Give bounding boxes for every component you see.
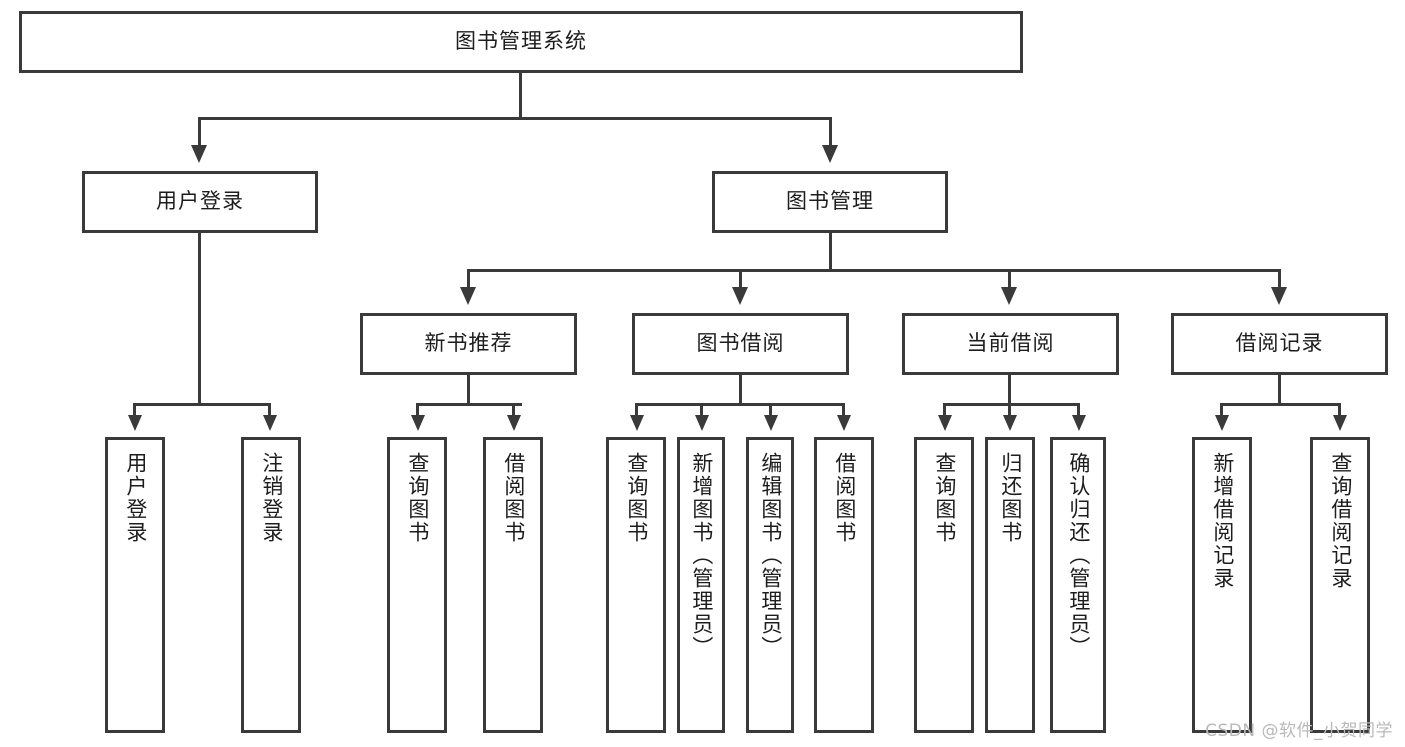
- leaf-borrowrecord-query-record[interactable]: 查询借阅记录: [1310, 437, 1370, 733]
- connector-bookborrow-leaf4: [842, 403, 845, 417]
- connector-bookmgmt-to-current: [1008, 269, 1011, 289]
- leaf-newbook-borrow-book[interactable]: 借阅图书: [483, 437, 543, 733]
- connector-bookmgmt-to-record: [1278, 269, 1281, 289]
- leaf-label: 查询图书: [624, 452, 649, 544]
- leaf-bookborrow-edit-book-admin[interactable]: 编辑图书（管理员）: [746, 437, 794, 733]
- connector-borrowrecord-stem: [1278, 375, 1281, 405]
- connector-bookmgmt-bus: [467, 269, 1281, 272]
- arrowhead-bookmgmt-to-borrow: [732, 287, 748, 305]
- leaf-newbook-query-book[interactable]: 查询图书: [387, 437, 447, 733]
- arrowhead-bookmgmt-to-newbook: [460, 287, 476, 305]
- connector-bookmgmt-to-newbook: [467, 269, 470, 289]
- node-label: 图书借阅: [696, 331, 785, 356]
- leaf-label: 新增图书（管理员）: [689, 452, 714, 659]
- arrowhead-bookborrow-leaf3: [764, 415, 778, 431]
- arrowhead-borrowrecord-leaf2: [1333, 415, 1347, 431]
- connector-newbook-stem: [467, 375, 470, 405]
- connector-bookmgmt-stem: [829, 233, 832, 271]
- connector-currentborrow-bus: [943, 403, 1080, 406]
- node-root-system[interactable]: 图书管理系统: [19, 11, 1023, 73]
- leaf-label: 编辑图书（管理员）: [758, 452, 783, 659]
- arrowhead-userlogin-leaf1: [128, 415, 142, 431]
- csdn-watermark: CSDN @软件_小贺同学: [1205, 721, 1393, 741]
- node-label: 图书管理: [786, 189, 874, 214]
- connector-userlogin-leaf1: [133, 403, 136, 417]
- connector-userlogin-leaf2: [268, 403, 271, 417]
- leaf-label: 查询图书: [405, 452, 430, 544]
- arrowhead-borrowrecord-leaf1: [1215, 415, 1229, 431]
- arrowhead-bookborrow-leaf2: [695, 415, 709, 431]
- connector-bookborrow-stem: [739, 375, 742, 405]
- arrowhead-currentborrow-leaf2: [1003, 415, 1017, 431]
- arrowhead-bookborrow-leaf1: [630, 415, 644, 431]
- connector-bookborrow-bus: [635, 403, 845, 406]
- connector-bookborrow-leaf3: [769, 403, 772, 417]
- leaf-bookborrow-borrow-book[interactable]: 借阅图书: [814, 437, 874, 733]
- connector-newbook-leaf1: [416, 403, 419, 417]
- node-label: 图书管理系统: [455, 29, 587, 54]
- node-current-borrow[interactable]: 当前借阅: [902, 313, 1119, 375]
- leaf-label: 用户登录: [123, 452, 148, 544]
- leaf-borrowrecord-add-record[interactable]: 新增借阅记录: [1192, 437, 1252, 733]
- leaf-bookborrow-add-book-admin[interactable]: 新增图书（管理员）: [677, 437, 725, 733]
- arrowhead-root-to-bookmgmt: [822, 145, 838, 163]
- connector-borrowrecord-leaf2: [1338, 403, 1341, 417]
- node-label: 借阅记录: [1235, 331, 1324, 356]
- connector-newbook-leaf2: [512, 403, 515, 417]
- node-label: 用户登录: [156, 189, 244, 214]
- leaf-bookborrow-query-book[interactable]: 查询图书: [606, 437, 666, 733]
- leaf-label: 注销登录: [259, 452, 284, 544]
- connector-currentborrow-stem: [1008, 375, 1011, 405]
- connector-bookborrow-leaf2: [700, 403, 703, 417]
- arrowhead-currentborrow-leaf3: [1072, 415, 1086, 431]
- connector-borrowrecord-leaf1: [1220, 403, 1223, 417]
- node-new-book-recommend[interactable]: 新书推荐: [360, 313, 577, 375]
- connector-currentborrow-leaf1: [943, 403, 946, 417]
- connector-root-stem: [519, 73, 522, 119]
- node-user-login[interactable]: 用户登录: [82, 171, 318, 233]
- connector-root-to-userlogin: [198, 117, 201, 147]
- leaf-label: 借阅图书: [832, 452, 857, 544]
- leaf-label: 确认归还（管理员）: [1066, 452, 1091, 659]
- leaf-currentborrow-query-book[interactable]: 查询图书: [914, 437, 974, 733]
- node-label: 当前借阅: [966, 331, 1055, 356]
- connector-currentborrow-leaf3: [1077, 403, 1080, 417]
- leaf-label: 借阅图书: [501, 452, 526, 544]
- connector-borrowrecord-bus: [1220, 403, 1341, 406]
- connector-bookborrow-leaf1: [635, 403, 638, 417]
- leaf-logout-login[interactable]: 注销登录: [241, 437, 301, 733]
- connector-newbook-bus: [416, 403, 522, 406]
- leaf-label: 查询图书: [932, 452, 957, 544]
- arrowhead-bookmgmt-to-record: [1271, 287, 1287, 305]
- node-label: 新书推荐: [424, 331, 513, 356]
- connector-currentborrow-leaf2: [1008, 403, 1011, 417]
- node-borrow-record[interactable]: 借阅记录: [1171, 313, 1388, 375]
- arrowhead-bookmgmt-to-current: [1001, 287, 1017, 305]
- arrowhead-currentborrow-leaf1: [938, 415, 952, 431]
- leaf-label: 新增借阅记录: [1210, 452, 1235, 590]
- connector-root-bus: [198, 117, 832, 120]
- arrowhead-bookborrow-leaf4: [837, 415, 851, 431]
- leaf-label: 归还图书: [998, 452, 1023, 544]
- connector-userlogin-stem: [198, 233, 201, 405]
- connector-bookmgmt-to-borrow: [739, 269, 742, 289]
- leaf-currentborrow-confirm-return-admin[interactable]: 确认归还（管理员）: [1050, 437, 1106, 733]
- node-book-borrow[interactable]: 图书借阅: [632, 313, 849, 375]
- leaf-currentborrow-return-book[interactable]: 归还图书: [985, 437, 1035, 733]
- leaf-label: 查询借阅记录: [1328, 452, 1353, 590]
- arrowhead-newbook-leaf2: [507, 415, 521, 431]
- node-book-management[interactable]: 图书管理: [712, 171, 948, 233]
- connector-root-to-bookmgmt: [829, 117, 832, 147]
- arrowhead-userlogin-leaf2: [263, 415, 277, 431]
- leaf-user-login[interactable]: 用户登录: [105, 437, 165, 733]
- arrowhead-newbook-leaf1: [411, 415, 425, 431]
- arrowhead-root-to-userlogin: [191, 145, 207, 163]
- connector-userlogin-bus: [133, 403, 271, 406]
